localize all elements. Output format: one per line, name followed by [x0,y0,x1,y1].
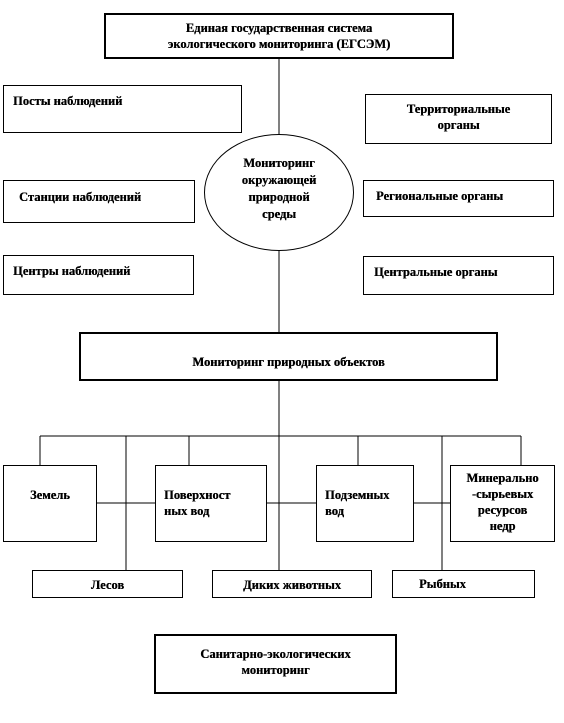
land-label: Земель [30,488,70,502]
natural-objects-monitoring-label: Мониторинг природных объектов [192,355,385,369]
forests-box: Лесов [32,570,183,598]
mineral-resources-box: Минерально -сырьевых ресурсов недр [450,465,555,542]
mineral-resources-label: Минерально -сырьевых ресурсов недр [466,471,539,533]
wild-animals-label: Диких животных [243,578,341,592]
regional-bodies-box: Региональные органы [363,180,554,217]
central-bodies-box: Центральные органы [363,256,554,295]
observation-centers-label: Центры наблюдений [13,264,131,278]
observation-stations-box: Станции наблюдений [3,180,195,223]
natural-objects-monitoring-box: Мониторинг природных объектов [79,332,498,381]
wild-animals-box: Диких животных [212,570,372,598]
groundwater-label: Подземных вод [325,488,390,518]
fish-box: Рыбных [392,570,535,598]
land-box: Земель [3,465,97,542]
groundwater-box: Подземных вод [316,465,414,542]
territorial-bodies-box: Территориальные органы [365,94,552,144]
forests-label: Лесов [90,578,125,592]
surface-water-label: Поверхност ных вод [164,488,231,518]
regional-bodies-label: Региональные органы [376,189,504,203]
environment-monitoring-oval: Мониторинг окружающей природной среды [204,134,354,251]
observation-posts-box: Посты наблюдений [3,85,242,133]
observation-centers-box: Центры наблюдений [3,255,194,295]
egsem-root-label: Единая государственная система экологиче… [167,21,391,51]
surface-water-box: Поверхност ных вод [155,465,267,542]
sanitary-monitoring-label: Санитарно-экологических мониторинг [200,647,351,677]
fish-label: Рыбных [419,577,466,591]
sanitary-monitoring-box: Санитарно-экологических мониторинг [154,634,397,694]
territorial-bodies-label: Территориальные органы [406,102,511,132]
observation-posts-label: Посты наблюдений [13,94,123,108]
environment-monitoring-label: Мониторинг окружающей природной среды [241,156,317,221]
central-bodies-label: Центральные органы [374,265,498,279]
observation-stations-label: Станции наблюдений [19,190,142,204]
egsem-root-box: Единая государственная система экологиче… [104,13,454,59]
